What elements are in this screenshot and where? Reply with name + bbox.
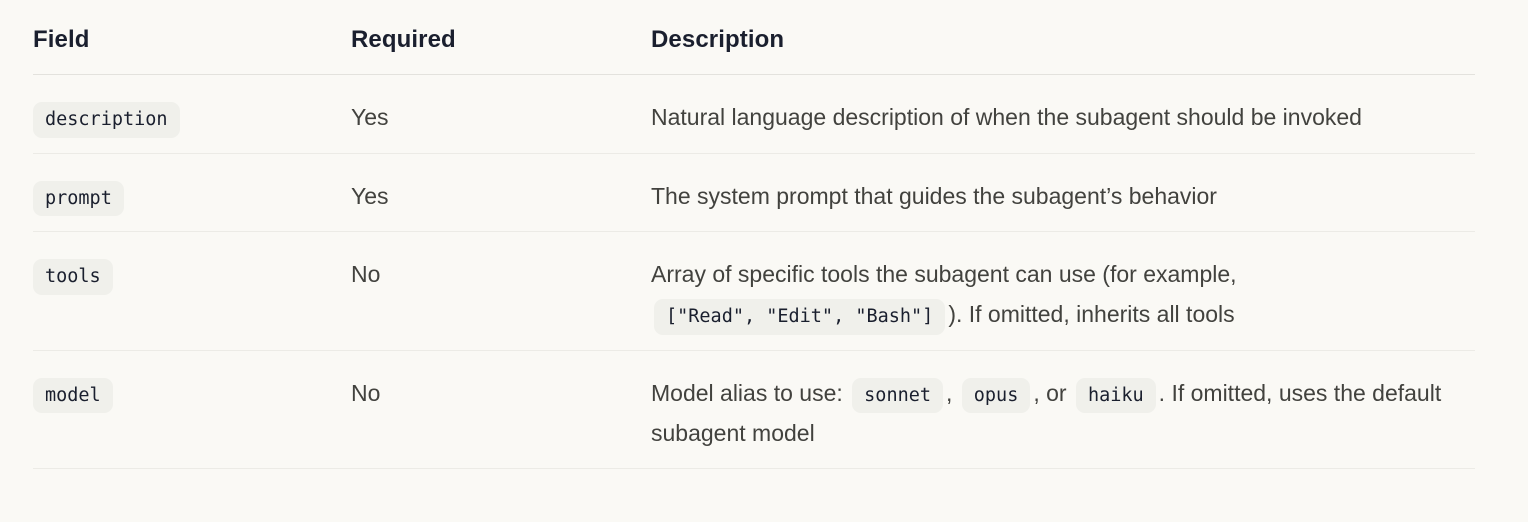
- required-cell: Yes: [351, 74, 651, 154]
- column-header-required: Required: [351, 0, 651, 75]
- description-text: . If omitted, uses the default subagent …: [651, 379, 1442, 447]
- table-row: prompt Yes The system prompt that guides…: [33, 153, 1475, 232]
- description-text: ,: [946, 379, 959, 406]
- description-text: Natural language description of when the…: [651, 104, 1362, 130]
- description-text: , or: [1033, 379, 1073, 406]
- inline-code-badge: ["Read", "Edit", "Bash"]: [654, 299, 946, 335]
- required-cell: No: [351, 350, 651, 469]
- subagent-config-table-container: Field Required Description description Y…: [33, 0, 1475, 469]
- inline-code-badge: opus: [961, 377, 1031, 413]
- required-cell: Yes: [351, 153, 651, 232]
- field-code-badge: description: [33, 102, 180, 138]
- column-header-description: Description: [651, 0, 1475, 75]
- description-cell: Natural language description of when the…: [651, 74, 1475, 154]
- table-header-row: Field Required Description: [33, 0, 1475, 75]
- description-text: The system prompt that guides the subage…: [651, 182, 1217, 209]
- subagent-config-table: Field Required Description description Y…: [33, 0, 1475, 469]
- table-row: description Yes Natural language descrip…: [33, 74, 1475, 154]
- field-cell: description: [33, 74, 351, 154]
- required-cell: No: [351, 231, 651, 351]
- inline-code-badge: sonnet: [852, 377, 943, 413]
- description-text: Array of specific tools the subagent can…: [651, 261, 1237, 287]
- description-text: ). If omitted, inherits all tools: [948, 301, 1235, 327]
- description-text: Model alias to use:: [651, 379, 850, 406]
- table-row: tools No Array of specific tools the sub…: [33, 231, 1475, 351]
- inline-code-badge: haiku: [1075, 377, 1156, 413]
- description-cell: The system prompt that guides the subage…: [651, 153, 1475, 232]
- column-header-field: Field: [33, 0, 351, 75]
- field-cell: model: [33, 350, 351, 469]
- description-cell: Model alias to use: sonnet, opus, or hai…: [651, 350, 1475, 469]
- field-code-badge: tools: [33, 259, 113, 295]
- field-code-badge: prompt: [33, 180, 124, 216]
- table-row: model No Model alias to use: sonnet, opu…: [33, 350, 1475, 469]
- field-cell: prompt: [33, 153, 351, 232]
- description-cell: Array of specific tools the subagent can…: [651, 231, 1475, 351]
- field-code-badge: model: [33, 377, 113, 413]
- field-cell: tools: [33, 231, 351, 351]
